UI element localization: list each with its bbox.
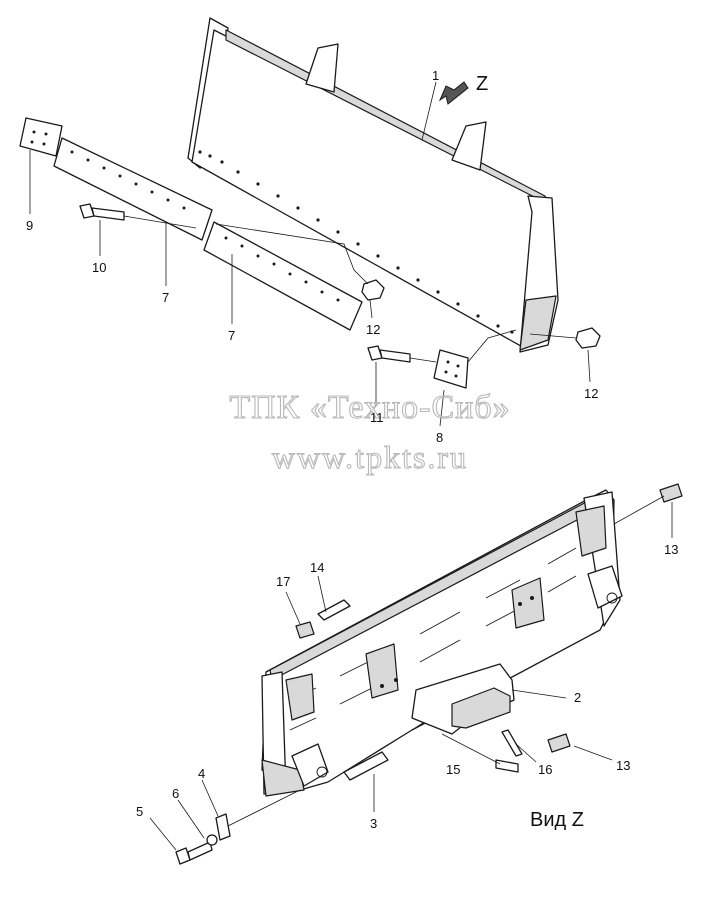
leaders-upper [29,81,591,427]
callout-2: 2 [574,690,581,705]
callout-10: 10 [92,260,106,275]
end-bit-right [433,349,469,389]
pin-14 [317,599,351,621]
nut-12-left [361,279,385,301]
watermark-company: ТПК «Техно-Сиб» [229,389,510,426]
pin-3 [343,751,389,781]
watermark-url: www.tpkts.ru [272,439,468,475]
callout-13-upper: 13 [664,542,678,557]
view-direction-arrow-icon [438,81,469,105]
pin-15 [495,759,519,773]
callout-5: 5 [136,804,143,819]
bolt-11 [367,345,411,363]
grease-fitting-13-lower [547,733,571,753]
leaders-lower [149,495,673,851]
view-z-label: Вид Z [530,809,584,831]
callout-1: 1 [432,68,439,83]
grease-fitting-13-upper [659,483,683,503]
bolt-10 [79,203,125,221]
cotter-pin-16 [501,729,523,757]
callout-11: 11 [370,410,384,425]
callout-8: 8 [436,430,443,445]
view-z-marker: Z [476,73,488,95]
nut-12-right [575,327,601,349]
callout-15: 15 [446,762,460,777]
callout-7-right: 7 [228,328,235,343]
blade-rear-view [261,489,623,797]
callout-16: 16 [538,762,552,777]
callout-7-left: 7 [162,290,169,305]
callout-13-lower: 13 [616,758,630,773]
callout-12-right: 12 [584,386,598,401]
lock-plate-4 [215,813,231,841]
callout-6: 6 [172,786,179,801]
callout-4: 4 [198,766,205,781]
callout-12-left: 12 [366,322,380,337]
end-bit-left [19,117,63,157]
bolt-5 [175,841,213,865]
grease-fitting-17 [295,621,315,639]
washer-6 [206,834,218,846]
cutting-edge-right [203,221,363,331]
callout-3: 3 [370,816,377,831]
cutting-edge-left [53,137,213,241]
callout-14: 14 [310,560,324,575]
callout-17: 17 [276,574,290,589]
blade-front-view [187,17,559,353]
callout-9: 9 [26,218,33,233]
